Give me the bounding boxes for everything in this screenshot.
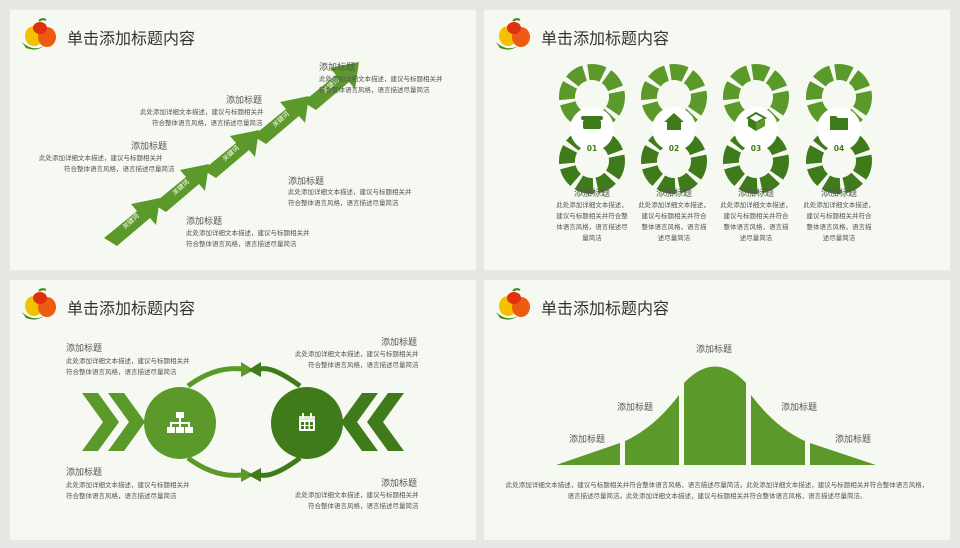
curve-segment-3 bbox=[684, 366, 746, 465]
item-desc: 此处添加详细文本描述，建议与标题相关并符合整体语言风格，语言描述尽量简洁 bbox=[319, 75, 443, 94]
bell-pepper-logo bbox=[496, 18, 530, 50]
telephone-icon bbox=[581, 116, 603, 129]
home-icon bbox=[664, 113, 684, 130]
bell-curve-graphic bbox=[556, 366, 876, 465]
item-desc: 此处添加详细文本描述，建议与标题相关并符合整体语言风格，语言描述尽量简洁 bbox=[638, 201, 710, 242]
curve-label: 添加标题 bbox=[617, 403, 654, 413]
curve-label: 添加标题 bbox=[569, 435, 606, 445]
item-desc: 此处添加详细文本描述，建议与标题相关并符合整体语言风格，语言描述尽量简洁 bbox=[288, 188, 412, 207]
badge-number: 01 bbox=[587, 144, 597, 153]
slide-3: 单击添加标题内容 bbox=[10, 280, 476, 540]
badge-number: 02 bbox=[669, 144, 679, 153]
item-desc: 此处添加详细文本描述，建议与标题相关并符合整体语言风格，语言描述尽量简洁 bbox=[39, 154, 175, 173]
calendar-icon bbox=[299, 413, 315, 431]
slide-2: 单击添加标题内容 01 bbox=[484, 10, 950, 270]
curve-segment-2 bbox=[625, 395, 679, 465]
item-desc: 此处添加详细文本描述，建议与标题相关并符合整体语言风格，语言描述尽量简洁 bbox=[66, 357, 190, 376]
item-desc: 此处添加详细文本描述，建议与标题相关并符合整体语言风格，语言描述尽量简洁 bbox=[295, 350, 419, 369]
item-heading: 添加标题 bbox=[66, 468, 103, 478]
item-desc: 此处添加详细文本描述，建议与标题相关并符合整体语言风格，语言描述尽量简洁 bbox=[295, 491, 419, 510]
badge-number: 03 bbox=[751, 144, 761, 153]
item-heading: 添加标题 bbox=[820, 189, 857, 199]
item-heading: 添加标题 bbox=[66, 344, 103, 354]
curve-segment-4 bbox=[751, 395, 805, 465]
item-heading: 添加标题 bbox=[131, 142, 168, 152]
bell-pepper-logo bbox=[496, 288, 530, 320]
slide-4: 单击添加标题内容 添加标题 添加标题 添加标题 添加标题 添加标题 此处添加详细… bbox=[484, 280, 950, 540]
item-desc: 此处添加详细文本描述，建议与标题相关并符合整体语言风格，语言描述尽量简洁 bbox=[66, 481, 190, 500]
slide-title: 单击添加标题内容 bbox=[67, 299, 196, 318]
curve-label: 添加标题 bbox=[781, 403, 818, 413]
item-heading: 添加标题 bbox=[288, 177, 325, 187]
badge-graphic: 01 02 03 04 bbox=[484, 10, 950, 270]
item-heading: 添加标题 bbox=[226, 96, 263, 106]
slide-1: 单击添加标题内容 关键词 关键词 关键词 关键词 关键词 添加标题 此处添加详细… bbox=[10, 10, 476, 270]
item-desc: 此处添加详细文本描述，建议与标题相关并符合整体语言风格，语言描述尽量简洁 bbox=[720, 201, 792, 242]
item-desc: 此处添加详细文本描述，建议与标题相关并符合整体语言风格，语言描述尽量简洁 bbox=[140, 108, 264, 127]
curve-segment-1 bbox=[556, 443, 620, 465]
bell-pepper-logo bbox=[22, 288, 56, 320]
slide-title: 单击添加标题内容 bbox=[541, 299, 670, 318]
item-heading: 添加标题 bbox=[186, 217, 223, 227]
item-desc: 此处添加详细文本描述，建议与标题相关并符合整体语言风格，语言描述尽量简洁 bbox=[803, 201, 875, 242]
badge-number: 04 bbox=[834, 144, 844, 153]
slide-title: 单击添加标题内容 bbox=[67, 29, 196, 48]
item-desc: 此处添加详细文本描述，建议与标题相关并符合整体语言风格，语言描述尽量简洁 bbox=[556, 201, 628, 242]
item-heading: 添加标题 bbox=[573, 189, 610, 199]
item-heading: 添加标题 bbox=[737, 189, 774, 199]
curve-label: 添加标题 bbox=[696, 345, 733, 355]
item-heading: 添加标题 bbox=[655, 189, 692, 199]
body-text: 此处添加详细文本描述，建议与标题相关并符合整体语言风格，语言描述尽量简洁。此处添… bbox=[505, 481, 929, 500]
curve-segment-5 bbox=[810, 443, 876, 465]
bell-pepper-logo bbox=[22, 18, 56, 50]
org-chart-icon bbox=[167, 412, 193, 433]
folder-icon bbox=[830, 116, 848, 130]
arrow-graphic: 关键词 关键词 关键词 关键词 关键词 bbox=[104, 62, 359, 246]
chevron-left-icon bbox=[341, 393, 404, 451]
item-heading: 添加标题 bbox=[381, 479, 418, 489]
box-icon bbox=[746, 111, 768, 131]
cycle-graphic bbox=[82, 362, 404, 482]
chevron-right-icon bbox=[82, 393, 145, 451]
item-heading: 添加标题 bbox=[319, 63, 356, 73]
curve-label: 添加标题 bbox=[835, 435, 872, 445]
slide-title: 单击添加标题内容 bbox=[541, 29, 670, 48]
item-desc: 此处添加详细文本描述，建议与标题相关并符合整体语言风格，语言描述尽量简洁 bbox=[186, 229, 310, 248]
item-heading: 添加标题 bbox=[381, 338, 418, 348]
